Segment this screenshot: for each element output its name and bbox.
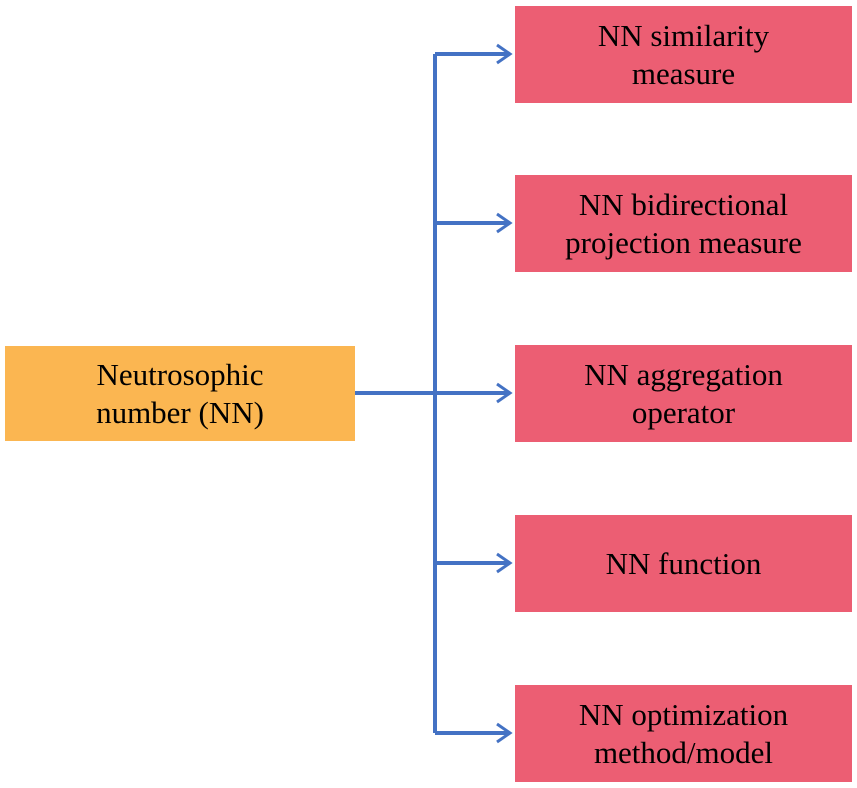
root-node-neutrosophic-number: Neutrosophic number (NN): [5, 346, 355, 441]
branch-arrow-3: [435, 552, 513, 574]
arrow-head-3: [496, 552, 513, 574]
arrow-head-4: [496, 722, 513, 744]
child-node-label: NN similarity measure: [597, 17, 770, 91]
branch-arrow-1: [435, 212, 513, 234]
branch-arrow-2: [435, 382, 513, 404]
child-node-similarity-measure: NN similarity measure: [515, 6, 852, 103]
child-node-bidirectional-projection: NN bidirectional projection measure: [515, 175, 852, 272]
child-node-label: NN bidirectional projection measure: [565, 186, 802, 260]
child-node-label: NN optimization method/model: [578, 696, 789, 770]
child-node-optimization-method: NN optimization method/model: [515, 685, 852, 782]
child-node-label: NN function: [605, 545, 762, 581]
child-node-label: NN aggregation operator: [584, 356, 783, 430]
arrow-head-0: [496, 43, 513, 65]
child-node-aggregation-operator: NN aggregation operator: [515, 345, 852, 442]
root-node-label: Neutrosophic number (NN): [96, 356, 264, 430]
branch-arrow-0: [435, 43, 513, 65]
child-node-function: NN function: [515, 515, 852, 612]
branch-arrow-4: [435, 722, 513, 744]
arrow-head-1: [496, 212, 513, 234]
arrow-head-2: [496, 382, 513, 404]
